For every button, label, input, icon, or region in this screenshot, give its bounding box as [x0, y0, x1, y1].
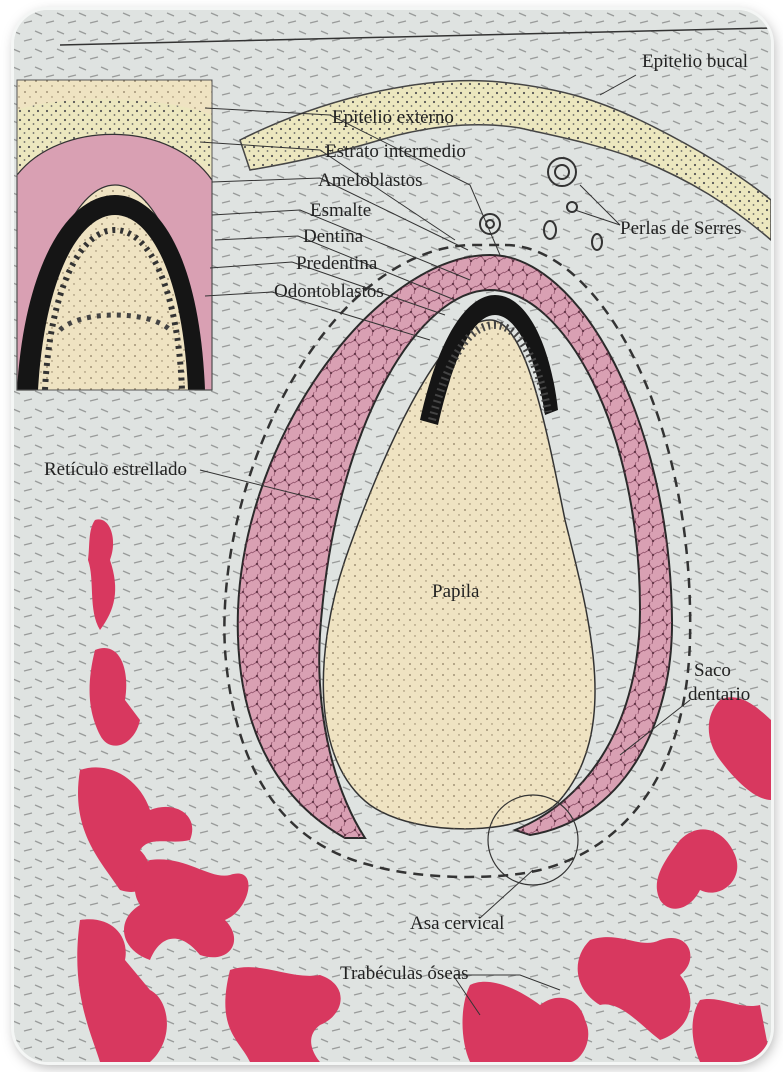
label-dentina: Dentina — [303, 226, 364, 247]
label-asa-cervical: Asa cervical — [410, 913, 504, 934]
label-saco: Saco — [694, 660, 731, 681]
label-ameloblastos: Ameloblastos — [318, 170, 423, 191]
label-perlas-de-serres: Perlas de Serres — [620, 218, 741, 239]
label-predentina: Predentina — [296, 253, 378, 274]
diagram-frame: Epitelio bucal Epitelio externo Estrato … — [14, 10, 771, 1062]
label-esmalte: Esmalte — [310, 200, 371, 221]
tooth-germ-diagram: Epitelio bucal Epitelio externo Estrato … — [14, 10, 771, 1062]
label-estrato-intermedio: Estrato intermedio — [325, 141, 466, 162]
label-dentario: dentario — [688, 684, 750, 705]
label-odontoblastos: Odontoblastos — [274, 281, 384, 302]
label-epitelio-externo: Epitelio externo — [332, 107, 454, 128]
label-epitelio-bucal: Epitelio bucal — [642, 51, 748, 72]
label-trabeculas-oseas: Trabéculas óseas — [340, 963, 469, 984]
inset-magnified-view — [17, 80, 212, 390]
label-reticulo-estrellado: Retículo estrellado — [44, 459, 187, 480]
label-papila: Papila — [432, 581, 480, 602]
